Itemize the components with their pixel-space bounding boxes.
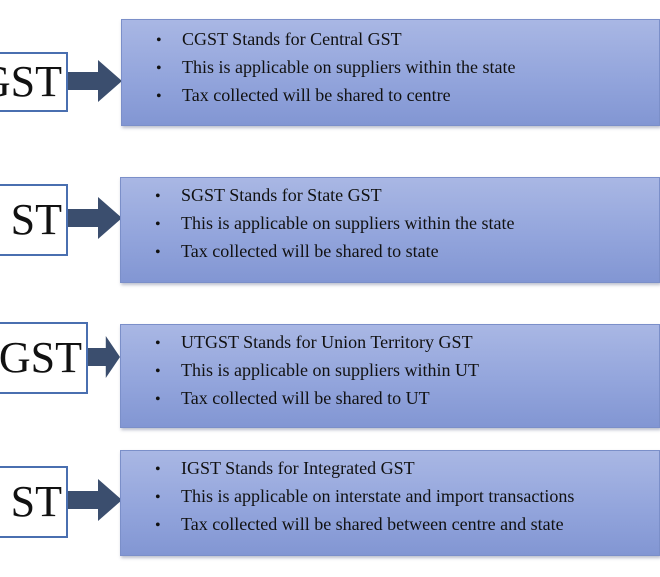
igst-label: ST bbox=[10, 477, 62, 526]
sgst-info-box: •SGST Stands for State GST •This is appl… bbox=[120, 177, 660, 283]
sgst-bullet-list: •SGST Stands for State GST •This is appl… bbox=[155, 182, 659, 266]
cgst-bullet-list: •CGST Stands for Central GST •This is ap… bbox=[156, 26, 659, 110]
utgst-label-box: GST bbox=[0, 322, 88, 394]
list-item: •This is applicable on suppliers within … bbox=[155, 360, 479, 380]
utgst-bullet-list: •UTGST Stands for Union Territory GST •T… bbox=[155, 329, 659, 413]
list-item: •This is applicable on interstate and im… bbox=[155, 486, 575, 506]
list-item: •CGST Stands for Central GST bbox=[156, 29, 402, 49]
list-item: •SGST Stands for State GST bbox=[155, 185, 382, 205]
cgst-label: GST bbox=[0, 57, 62, 106]
list-item: •This is applicable on suppliers within … bbox=[155, 213, 515, 233]
list-item: •UTGST Stands for Union Territory GST bbox=[155, 332, 473, 352]
sgst-label-box: ST bbox=[0, 184, 68, 256]
list-item: •Tax collected will be shared to UT bbox=[155, 388, 430, 408]
cgst-label-box: GST bbox=[0, 52, 68, 112]
sgst-label: ST bbox=[10, 195, 62, 244]
utgst-arrow-icon bbox=[88, 336, 120, 378]
igst-label-box: ST bbox=[0, 466, 68, 538]
list-item: •This is applicable on suppliers within … bbox=[156, 57, 516, 77]
utgst-info-box: •UTGST Stands for Union Territory GST •T… bbox=[120, 324, 660, 428]
igst-bullet-list: •IGST Stands for Integrated GST •This is… bbox=[155, 455, 659, 539]
sgst-arrow-icon bbox=[68, 197, 122, 239]
cgst-arrow-icon bbox=[68, 60, 122, 102]
igst-arrow-icon bbox=[68, 479, 122, 521]
list-item: •IGST Stands for Integrated GST bbox=[155, 458, 415, 478]
list-item: •Tax collected will be shared between ce… bbox=[155, 514, 564, 534]
igst-info-box: •IGST Stands for Integrated GST •This is… bbox=[120, 450, 660, 556]
list-item: •Tax collected will be shared to centre bbox=[156, 85, 451, 105]
list-item: •Tax collected will be shared to state bbox=[155, 241, 439, 261]
utgst-label: GST bbox=[0, 333, 82, 382]
cgst-info-box: •CGST Stands for Central GST •This is ap… bbox=[121, 19, 660, 126]
